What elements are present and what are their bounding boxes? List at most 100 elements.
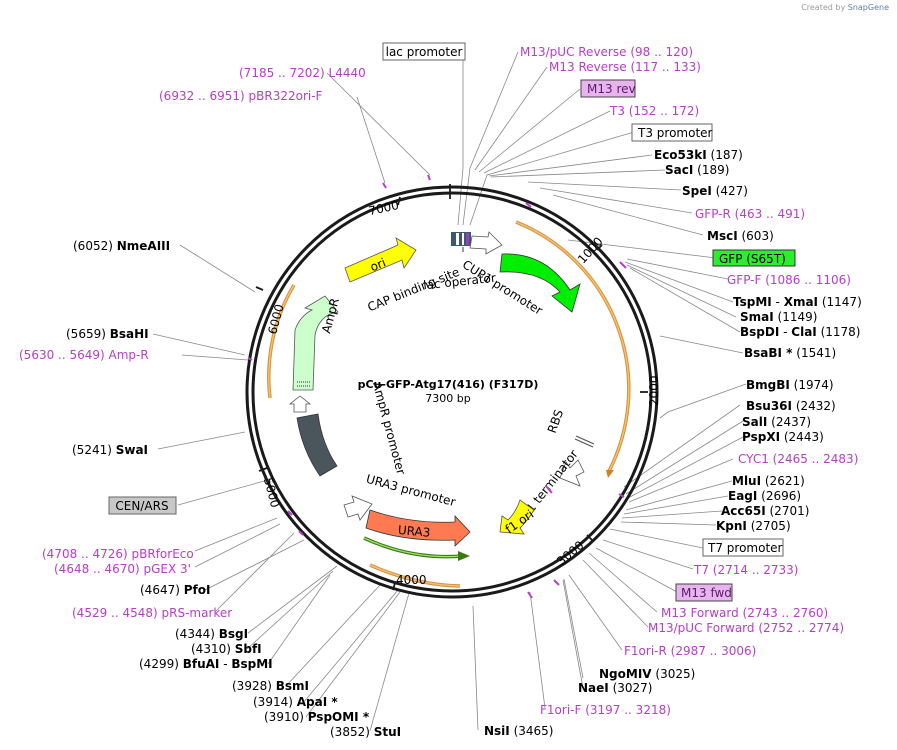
- label-apai[interactable]: (3914) ApaI *: [253, 695, 338, 709]
- box-label: GFP (S65T): [719, 252, 786, 266]
- cen-ars-feature[interactable]: [296, 413, 338, 477]
- label-text: M13/pUC Reverse (98 .. 120): [520, 45, 693, 59]
- ura3-promoter-feature[interactable]: URA3 promoter: [343, 472, 457, 521]
- label-stui[interactable]: (3852) StuI: [330, 725, 401, 739]
- label-lacprom[interactable]: lac promoter: [386, 45, 463, 59]
- ura3-label: URA3: [397, 523, 431, 540]
- label-text: (5241) SwaI: [72, 443, 148, 457]
- label-cenarsbox[interactable]: CEN/ARS: [115, 499, 168, 513]
- label-eagi[interactable]: EagI (2696): [728, 489, 801, 503]
- label-text: MscI (603): [707, 229, 774, 243]
- ampr-feature[interactable]: AmpR: [292, 295, 342, 391]
- label-naei[interactable]: NaeI (3027): [578, 681, 652, 695]
- label-pbrforeco[interactable]: (4708 .. 4726) pBRforEco: [42, 547, 194, 561]
- box-label: T7 promoter: [707, 541, 783, 555]
- label-text: CYC1 (2465 .. 2483): [738, 452, 858, 466]
- label-prsmarker[interactable]: (4529 .. 4548) pRS-marker: [72, 606, 232, 620]
- label-text: NgoMIV (3025): [599, 667, 695, 681]
- label-m13rev_p[interactable]: M13 Reverse (117 .. 133): [549, 60, 701, 74]
- label-text: KpnI (2705): [716, 519, 791, 533]
- label-m13pucfwd[interactable]: M13/pUC Forward (2752 .. 2774): [648, 621, 844, 635]
- label-name-2: BspMI: [231, 657, 272, 671]
- label-bsabi[interactable]: BsaBI * (1541): [744, 346, 836, 360]
- label-acc65i[interactable]: Acc65I (2701): [721, 504, 809, 518]
- label-text: GFP-R (463 .. 491): [695, 207, 805, 221]
- label-bfuai[interactable]: (4299) BfuAI - BspMI: [139, 657, 273, 671]
- label-m13puc[interactable]: M13/pUC Reverse (98 .. 120): [520, 45, 693, 59]
- label-gfps65t[interactable]: GFP (S65T): [719, 252, 786, 266]
- label-name: M13/pUC Forward: [648, 621, 755, 635]
- label-text: (3852) StuI: [330, 725, 401, 739]
- label-m13fwd[interactable]: M13 fwd: [681, 586, 732, 600]
- label-range: (5630 .. 5649): [19, 348, 109, 362]
- label-kpni[interactable]: KpnI (2705): [716, 519, 791, 533]
- label-nmeaiii[interactable]: (6052) NmeAIII: [73, 239, 170, 253]
- snapgene-credit: Created by SnapGene: [801, 3, 889, 12]
- label-name: SbfI: [235, 642, 262, 656]
- label-t3prom[interactable]: T3 promoter: [637, 126, 713, 140]
- ori-feature[interactable]: ori: [344, 237, 417, 283]
- gfp-feature[interactable]: [499, 253, 581, 313]
- label-pspomi[interactable]: (3910) PspOMI *: [264, 710, 370, 724]
- label-f1orif[interactable]: F1ori-F (3197 .. 3218): [540, 703, 671, 717]
- label-name: CYC1: [738, 452, 769, 466]
- label-bsahi[interactable]: (5659) BsaHI: [66, 327, 149, 341]
- label-sali[interactable]: SalI (2437): [742, 415, 811, 429]
- label-ngomiv[interactable]: NgoMIV (3025): [599, 667, 695, 681]
- label-range: (2752 .. 2774): [755, 621, 845, 635]
- label-saci[interactable]: SacI (189): [665, 163, 729, 177]
- label-nsii[interactable]: NsiI (3465): [484, 724, 553, 738]
- label-text: BmgBI (1974): [746, 378, 834, 392]
- label-text: (4708 .. 4726) pBRforEco: [42, 547, 194, 561]
- label-text: Eco53kI (187): [654, 148, 743, 162]
- label-name: GFP-R: [695, 207, 731, 221]
- label-name: M13 Forward: [661, 606, 739, 620]
- label-cyc1p[interactable]: CYC1 (2465 .. 2483): [738, 452, 858, 466]
- label-sbfi[interactable]: (4310) SbfI: [191, 642, 262, 656]
- label-swai[interactable]: (5241) SwaI: [72, 443, 148, 457]
- label-spei[interactable]: SpeI (427): [682, 184, 748, 198]
- label-bsmi[interactable]: (3928) BsmI: [232, 679, 309, 693]
- label-pspxi[interactable]: PspXI (2443): [742, 430, 824, 444]
- label-range: (4310): [191, 642, 235, 656]
- label-ampr_p[interactable]: (5630 .. 5649) Amp-R: [19, 348, 149, 362]
- snapgene-brand: SnapGene: [847, 3, 889, 12]
- label-gfpf[interactable]: GFP-F (1086 .. 1106): [727, 273, 851, 287]
- label-name: KpnI: [716, 519, 747, 533]
- ura3-feature[interactable]: URA3: [365, 509, 471, 547]
- label-bsgi[interactable]: (4344) BsgI: [175, 627, 248, 641]
- label-pfoi[interactable]: (4647) PfoI: [140, 583, 210, 597]
- label-gfpr[interactable]: GFP-R (463 .. 491): [695, 207, 805, 221]
- label-bspdi[interactable]: BspDI - ClaI (1178): [740, 325, 860, 339]
- label-m13forward[interactable]: M13 Forward (2743 .. 2760): [661, 606, 828, 620]
- label-name: BsmI: [276, 679, 309, 693]
- lac-region-marks: [451, 232, 471, 252]
- label-tspmi[interactable]: TspMI - XmaI (1147): [733, 295, 862, 309]
- label-name: Acc65I: [721, 504, 766, 518]
- label-range: (117 .. 133): [627, 60, 701, 74]
- label-text: M13 Forward (2743 .. 2760): [661, 606, 828, 620]
- label-t3[interactable]: T3 (152 .. 172): [609, 104, 699, 118]
- cyc1-mark: [545, 485, 553, 494]
- label-range: (3465): [510, 724, 554, 738]
- label-pbr322[interactable]: (6932 .. 6951) pBR322ori-F: [159, 89, 323, 103]
- label-bsu36i[interactable]: Bsu36I (2432): [746, 399, 836, 413]
- label-name: pGEX 3': [144, 562, 191, 576]
- label-m13revbox[interactable]: M13 rev: [587, 82, 636, 96]
- cup1-promoter-feature[interactable]: [469, 231, 503, 255]
- label-msci[interactable]: MscI (603): [707, 229, 774, 243]
- label-f1orir[interactable]: F1ori-R (2987 .. 3006): [624, 644, 756, 658]
- label-bmgbi[interactable]: BmgBI (1974): [746, 378, 834, 392]
- label-smai[interactable]: SmaI (1149): [740, 310, 817, 324]
- label-text: SmaI (1149): [740, 310, 817, 324]
- label-eco53ki[interactable]: Eco53kI (187): [654, 148, 743, 162]
- label-range: (189): [693, 163, 729, 177]
- box-label: M13 fwd: [681, 586, 732, 600]
- label-t7[interactable]: T7 (2714 .. 2733): [693, 563, 798, 577]
- label-t7prom[interactable]: T7 promoter: [707, 541, 783, 555]
- label-text: M13 Reverse (117 .. 133): [549, 60, 701, 74]
- label-l4440[interactable]: (7185 .. 7202) L4440: [239, 66, 366, 80]
- label-mlui[interactable]: MluI (2621): [732, 474, 805, 488]
- label-pgex3[interactable]: (4648 .. 4670) pGEX 3': [54, 562, 191, 576]
- label-range: (4647): [140, 583, 184, 597]
